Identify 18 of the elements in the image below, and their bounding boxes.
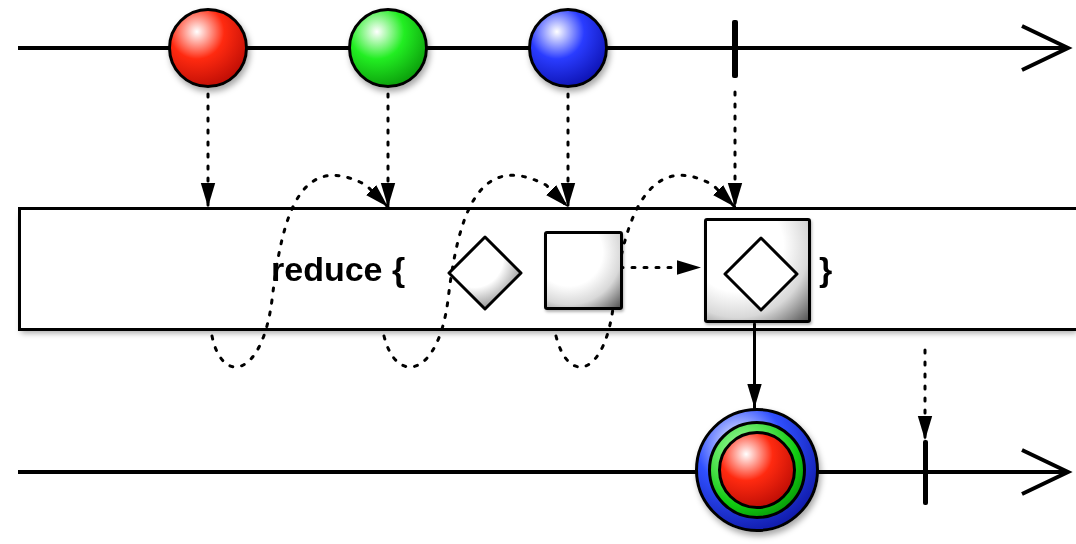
completion-mark bbox=[923, 440, 928, 505]
diamond-shape bbox=[447, 235, 523, 311]
square-shape bbox=[544, 231, 623, 310]
operator-box bbox=[18, 207, 1076, 331]
marble bbox=[348, 8, 428, 88]
marble bbox=[168, 8, 248, 88]
arrow bbox=[560, 92, 576, 209]
loop-arrow bbox=[382, 173, 570, 369]
operator-label: } bbox=[819, 252, 833, 286]
operator-label: reduce { bbox=[271, 252, 406, 286]
arrow bbox=[200, 92, 216, 209]
loop-arrow bbox=[554, 173, 737, 369]
diamond-shape bbox=[723, 236, 799, 312]
loop-arrow bbox=[210, 173, 390, 369]
arrow bbox=[747, 322, 762, 410]
square-shape bbox=[704, 218, 811, 323]
completion-mark bbox=[732, 20, 738, 78]
marble bbox=[528, 8, 608, 88]
